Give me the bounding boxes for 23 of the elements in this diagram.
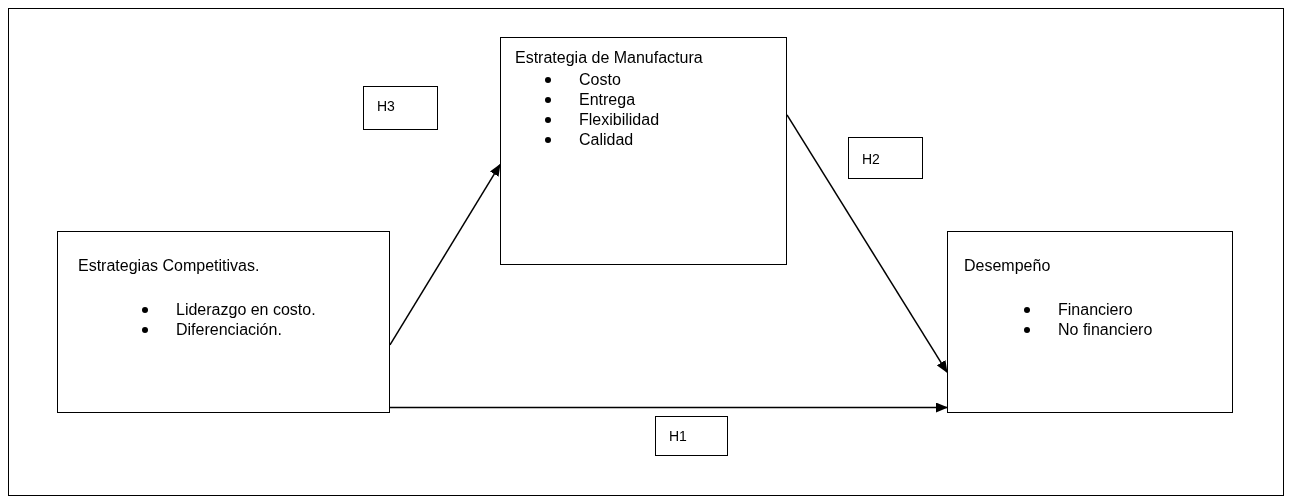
arrow [389, 402, 948, 413]
bullet-item: Costo [579, 70, 621, 90]
hypothesis-label: H2 [862, 150, 880, 168]
bullet-item: No financiero [1058, 320, 1153, 340]
concept-box [57, 231, 390, 413]
arrow [389, 163, 501, 346]
bullet-item: Liderazgo en costo. [176, 300, 316, 320]
bullet-item: Financiero [1058, 300, 1133, 320]
box-heading: Estrategia de Manufactura [515, 48, 703, 68]
box-heading: Desempeño [964, 256, 1051, 276]
concept-box [500, 37, 787, 265]
bullet-item: Diferenciación. [176, 320, 282, 340]
hypothesis-label: H3 [377, 97, 395, 115]
hypothesis-box [363, 86, 438, 130]
arrow [786, 114, 948, 373]
hypothesis-box [655, 416, 728, 456]
concept-box [947, 231, 1233, 413]
bullet-item: Entrega [579, 90, 636, 110]
hypothesis-box [848, 137, 923, 179]
box-heading: Estrategias Competitivas. [78, 256, 260, 276]
hypothesis-label: H1 [669, 427, 687, 445]
bullet-item: Flexibilidad [579, 110, 660, 130]
bullet-item: Calidad [579, 130, 634, 150]
